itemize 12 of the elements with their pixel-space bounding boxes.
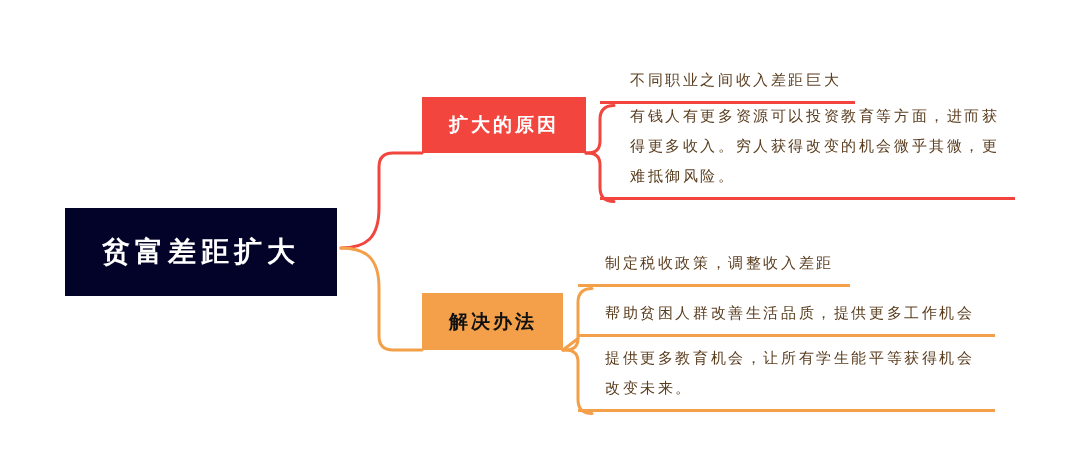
- topic-box: 扩大的原因: [422, 97, 586, 153]
- connector-line: [339, 151, 424, 250]
- subtopic-text: 帮助贫困人群改善生活品质，提供更多工作机会: [578, 298, 995, 337]
- connector-line: [561, 348, 594, 415]
- connector-line: [561, 337, 580, 352]
- connector-line: [339, 246, 424, 352]
- subtopic-text: 不同职业之间收入差距巨大: [600, 66, 855, 104]
- subtopic-text: 制定税收政策，调整收入差距: [578, 250, 850, 287]
- central-topic-box: 贫富差距扩大: [65, 208, 337, 296]
- connector-line: [584, 151, 616, 203]
- topic-box: 解决办法: [422, 293, 563, 350]
- subtopic-text: 提供更多教育机会，让所有学生能平等获得机会改变未来。: [578, 346, 995, 412]
